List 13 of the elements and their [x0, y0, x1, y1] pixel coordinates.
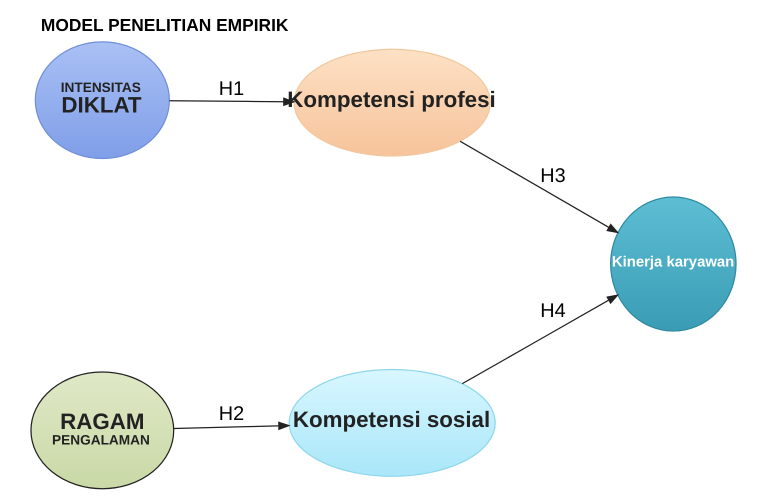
edge-label: H4 [540, 300, 566, 322]
edge-label: H3 [540, 164, 566, 187]
arrow [170, 97, 296, 106]
diagram-title: MODEL PENELITIAN EMPIRIK [40, 14, 288, 35]
node-ellipse: RAGAM PENGALAMAN [30, 371, 174, 490]
node-circle: Kinerja karyawan [610, 196, 737, 332]
arrow [462, 294, 620, 384]
node-ellipse: INTENSITAS DIKLAT [34, 41, 170, 160]
edge-label: H1 [218, 78, 244, 100]
arrow [460, 140, 620, 234]
node-ellipse: Kompetensi sosial [288, 368, 496, 477]
arrow [174, 422, 291, 430]
edge-label: H2 [218, 403, 244, 426]
